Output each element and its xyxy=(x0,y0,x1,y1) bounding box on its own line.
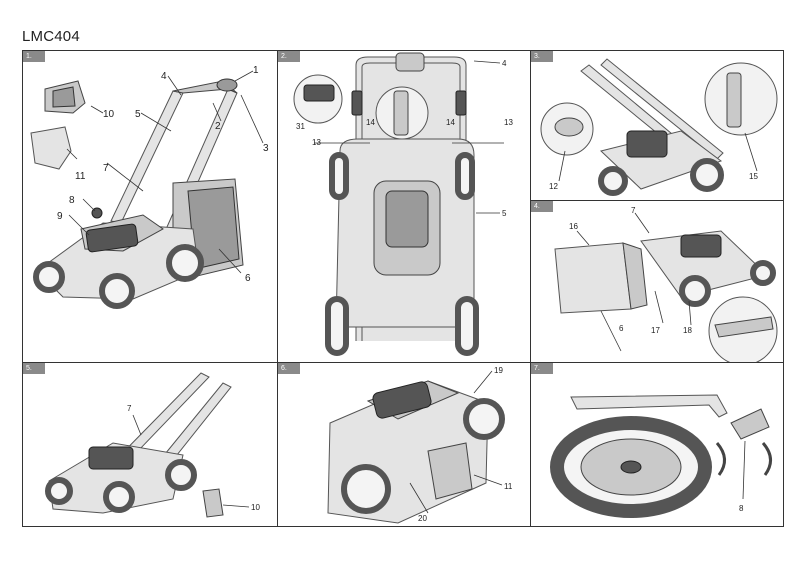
callout-31: 31 xyxy=(296,122,305,131)
callout-4: 4 xyxy=(161,71,167,82)
panel-step-4: 4. 16 7 6 17 18 xyxy=(530,200,784,363)
step-number: 1. xyxy=(23,51,45,62)
callout-9: 9 xyxy=(57,211,63,222)
height-rack-shape xyxy=(570,394,728,418)
panel-step-1: 1. xyxy=(22,50,278,363)
handle-lock-illustration: 12 15 xyxy=(540,58,778,196)
grass-box-attach-illustration: 16 7 6 17 18 xyxy=(554,206,778,362)
callout-18: 18 xyxy=(683,326,692,335)
callout-5: 5 xyxy=(502,209,507,218)
callout-14-left: 14 xyxy=(366,118,375,127)
callout-5: 5 xyxy=(135,109,141,120)
side-flap-illustration: 7 10 xyxy=(45,372,260,518)
callout-7: 7 xyxy=(127,404,132,413)
callout-16: 16 xyxy=(569,222,578,231)
callout-13-right: 13 xyxy=(504,118,513,127)
height-adjust-illustration: 8 xyxy=(550,394,772,518)
part-11-shape xyxy=(427,442,473,500)
grass-box-shape xyxy=(554,242,632,314)
step-number: 5. xyxy=(23,363,45,374)
panel-step-2: 2. 4 31 1 xyxy=(277,50,531,363)
callout-11: 11 xyxy=(504,482,513,491)
adjust-lever-shape xyxy=(730,408,770,440)
callout-2: 2 xyxy=(215,121,221,132)
step-number: 3. xyxy=(531,51,553,62)
mower-overview-illustration: 1 2 3 4 5 6 7 8 9 10 11 xyxy=(30,65,269,309)
callout-4: 4 xyxy=(502,59,507,68)
callout-17: 17 xyxy=(651,326,660,335)
panel-step-6: 6. 19 11 20 xyxy=(277,362,531,527)
step-number: 6. xyxy=(278,363,300,374)
callout-8: 8 xyxy=(69,195,75,206)
mower-top-view-illustration: 4 31 14 13 14 13 5 xyxy=(293,52,513,356)
model-title: LMC404 xyxy=(22,28,80,45)
step-number: 7. xyxy=(531,363,553,374)
callout-1: 1 xyxy=(253,65,259,76)
part-10-shape xyxy=(202,488,224,518)
callout-6: 6 xyxy=(245,273,251,284)
callout-19: 19 xyxy=(494,366,503,375)
callout-10: 10 xyxy=(103,109,115,120)
callout-10: 10 xyxy=(251,503,260,512)
panel-step-3: 3. 12 15 xyxy=(530,50,784,201)
panel-step-7: 7. 8 xyxy=(530,362,784,527)
callout-8: 8 xyxy=(739,504,744,513)
callout-7: 7 xyxy=(103,163,109,174)
callout-12: 12 xyxy=(549,182,558,191)
mulch-insert-illustration: 19 11 20 xyxy=(327,366,513,524)
step-number: 2. xyxy=(278,51,300,62)
part-11-shape xyxy=(30,126,72,170)
assembly-diagram-sheet: 1. xyxy=(22,50,784,527)
callout-6: 6 xyxy=(619,324,624,333)
control-box-shape xyxy=(395,52,425,72)
callout-14-right: 14 xyxy=(446,118,455,127)
step-number: 4. xyxy=(531,201,553,212)
callout-11: 11 xyxy=(75,171,86,182)
callout-15: 15 xyxy=(749,172,758,181)
callout-20: 20 xyxy=(418,514,427,523)
callout-13-left: 13 xyxy=(312,138,321,147)
callout-3: 3 xyxy=(263,143,269,154)
panel-step-5: 5. 7 10 xyxy=(22,362,278,527)
callout-7: 7 xyxy=(631,206,636,215)
